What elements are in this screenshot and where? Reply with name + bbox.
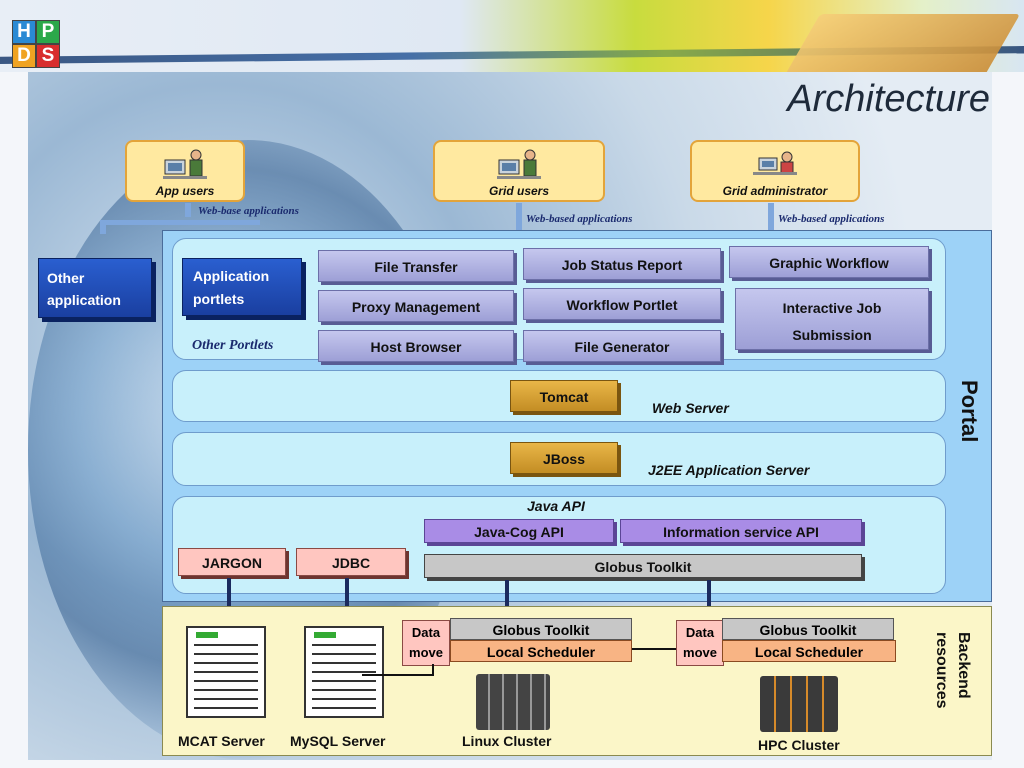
user-at-computer-icon (497, 149, 541, 179)
app-users-connector (100, 220, 260, 225)
jboss-component: JBoss (510, 442, 618, 474)
host-browser-portlet: Host Browser (318, 330, 514, 362)
mcat-server-label: MCAT Server (178, 733, 265, 749)
hpc-data-move-box: Data move (676, 620, 724, 666)
linux-globus-toolkit: Globus Toolkit (450, 618, 632, 640)
grid-users-box: Grid users (433, 140, 605, 202)
web-server-label: Web Server (652, 400, 729, 416)
jargon-component: JARGON (178, 548, 286, 576)
jargon-to-mcat-link (227, 578, 231, 624)
admin-at-desk-icon (753, 151, 797, 175)
linux-local-scheduler: Local Scheduler (450, 640, 632, 662)
grid-users-link-label: Web-based applications (526, 213, 633, 225)
globus-to-linux-link (505, 580, 509, 618)
file-generator-portlet: File Generator (523, 330, 721, 362)
app-users-box: App users (125, 140, 245, 202)
information-service-api: Information service API (620, 519, 862, 543)
other-portlets-label: Other Portlets (192, 338, 274, 353)
scheduler-link (632, 648, 676, 650)
backend-label: Backend resources (933, 632, 972, 709)
grid-admin-arrow (768, 203, 774, 231)
logo-letter-p: P (36, 20, 60, 44)
jdbc-component: JDBC (296, 548, 406, 576)
globus-toolkit-portal: Globus Toolkit (424, 554, 862, 578)
grid-admin-box: Grid administrator (690, 140, 860, 202)
jdbc-to-mysql-link (345, 578, 349, 624)
slide-title: Architecture (787, 78, 990, 120)
app-users-label: App users (155, 184, 215, 198)
logo-letter-s: S (36, 44, 60, 68)
other-application-box: Other application (38, 258, 152, 318)
hpc-cluster-label: HPC Cluster (758, 737, 840, 753)
grid-users-arrow (516, 203, 522, 231)
globus-to-hpc-link (707, 580, 711, 618)
backend-label-wrap: Backend resources (924, 628, 974, 728)
tomcat-component: Tomcat (510, 380, 618, 412)
mcat-server-rack-icon (186, 626, 266, 718)
other-app-arrow (100, 220, 106, 234)
workflow-portlet: Workflow Portlet (523, 288, 721, 320)
hpds-logo: H P D S (10, 10, 72, 70)
app-users-arrow (185, 203, 191, 217)
grid-users-label: Grid users (488, 184, 550, 198)
logo-letter-d: D (12, 44, 36, 68)
user-at-computer-icon (163, 149, 207, 179)
logo-letter-h: H (12, 20, 36, 44)
job-status-report-portlet: Job Status Report (523, 248, 721, 280)
proxy-management-portlet: Proxy Management (318, 290, 514, 322)
hpc-globus-toolkit: Globus Toolkit (722, 618, 894, 640)
linux-to-mysql-arrow-riser (432, 664, 434, 676)
interactive-job-submission-portlet: Interactive Job Submission (735, 288, 929, 350)
grid-admin-link-label: Web-based applications (778, 213, 885, 225)
linux-cluster-icon (476, 674, 550, 730)
hpc-local-scheduler: Local Scheduler (722, 640, 896, 662)
portal-label-wrap: Portal (948, 380, 984, 470)
linux-cluster-label: Linux Cluster (462, 733, 552, 749)
mysql-server-label: MySQL Server (290, 733, 386, 749)
java-cog-api: Java-Cog API (424, 519, 614, 543)
java-api-label: Java API (527, 498, 585, 514)
application-portlets-box: Application portlets (182, 258, 302, 316)
graphic-workflow-portlet: Graphic Workflow (729, 246, 929, 278)
linux-to-mysql-arrow (362, 674, 434, 676)
grid-admin-label: Grid administrator (722, 184, 828, 198)
linux-data-move-box: Data move (402, 620, 450, 666)
file-transfer-portlet: File Transfer (318, 250, 514, 282)
app-users-link-label: Web-base applications (198, 205, 299, 217)
hpc-cluster-icon (760, 676, 838, 732)
portal-label: Portal (957, 380, 982, 443)
mysql-server-rack-icon (304, 626, 384, 718)
app-server-label: J2EE Application Server (648, 462, 810, 478)
